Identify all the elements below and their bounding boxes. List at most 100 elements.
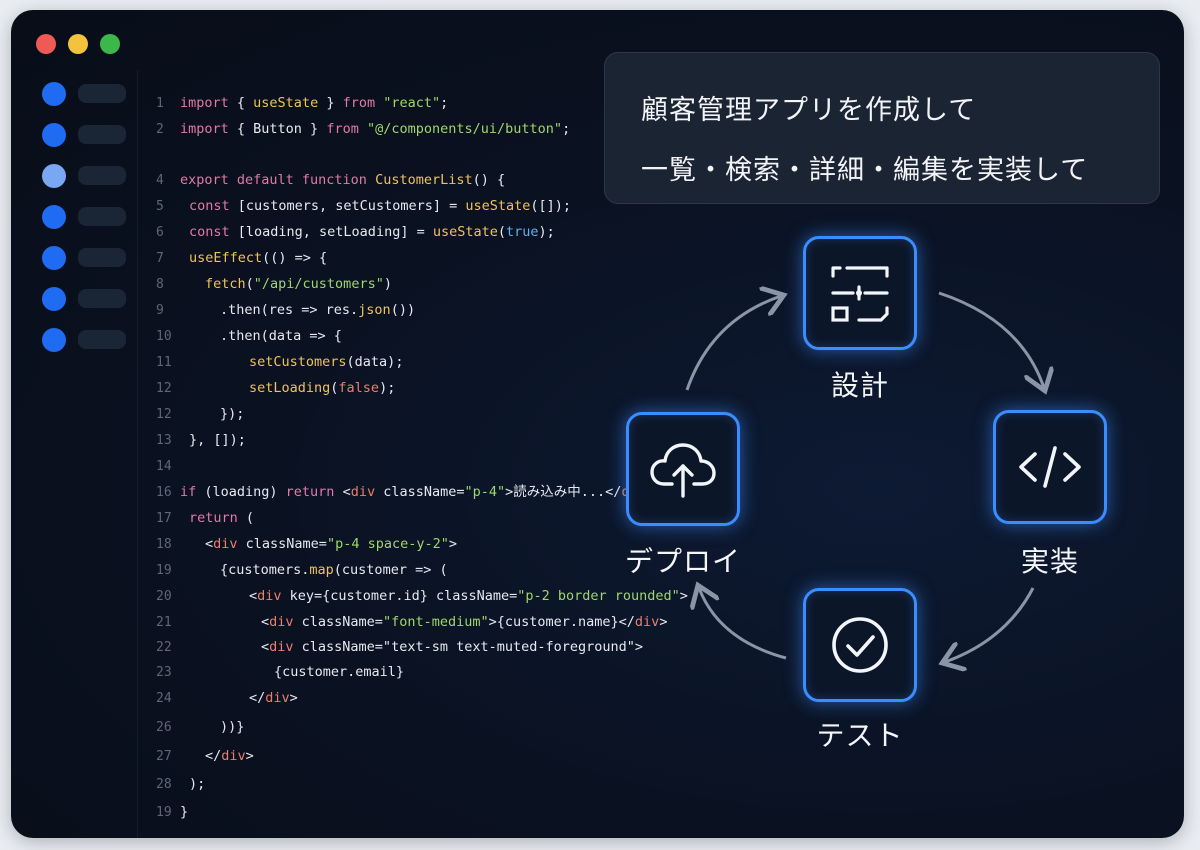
check-circle-icon (832, 617, 888, 673)
line-number: 4 (156, 173, 164, 188)
code-token: < (261, 614, 270, 630)
code-line: 10.then(data => { (146, 325, 342, 347)
maximize-button[interactable] (100, 34, 120, 54)
code-token: } (180, 804, 189, 820)
code-token: key={customer.id} className= (281, 588, 518, 604)
code-token: fetch (205, 276, 246, 292)
code-token: ; (562, 121, 571, 137)
code-text: const [loading, setLoading] = useState(t… (180, 224, 555, 240)
code-token: > (448, 536, 457, 552)
code-token: from (326, 121, 359, 137)
code-line: 26))} (146, 716, 244, 738)
code-text: <div className="font-medium">{customer.n… (180, 614, 667, 630)
line-number: 14 (156, 459, 172, 474)
sidebar-item[interactable] (40, 244, 140, 285)
code-text: {customers.map(customer => ( (180, 562, 448, 578)
code-icon (1019, 446, 1081, 488)
code-token: setLoading (249, 380, 331, 396)
code-token: }, []); (189, 432, 246, 448)
code-token: setCustomers (249, 354, 347, 370)
code-line: 14 (146, 455, 180, 477)
code-line: 9.then(res => res.json()) (146, 299, 415, 321)
code-text: }, []); (180, 432, 246, 448)
blueprint-icon (831, 266, 889, 322)
sidebar-item[interactable] (40, 326, 140, 367)
code-token: ); (379, 380, 396, 396)
line-number: 6 (156, 225, 164, 240)
code-text: <div className="p-4 space-y-2"> (180, 536, 457, 552)
design-node[interactable] (803, 236, 917, 350)
code-line: 1 import { useState } from "react"; (146, 92, 448, 114)
cloud-upload-icon (650, 443, 716, 498)
code-token: return (285, 484, 335, 500)
sidebar-label-placeholder (78, 330, 126, 349)
code-token: (() => { (262, 250, 328, 266)
code-token: from (342, 95, 376, 111)
code-line: 19 {customers.map(customer => ( (146, 559, 448, 581)
sidebar-item[interactable] (40, 203, 140, 244)
code-token: useState (432, 224, 498, 240)
code-token: ); (538, 224, 555, 240)
code-token: [customers, setCustomers] = (229, 198, 466, 214)
line-number: 9 (156, 303, 164, 318)
code-token: > (245, 748, 254, 764)
code-line: 18<div className="p-4 space-y-2"> (146, 533, 457, 555)
code-token: {customers. (220, 562, 310, 578)
sidebar-item[interactable] (40, 80, 140, 121)
code-line: 28); (146, 773, 205, 795)
code-text: .then(data => { (180, 328, 342, 344)
code-text: ))} (180, 719, 244, 735)
code-token: className= (237, 536, 327, 552)
code-text: fetch("/api/customers") (180, 276, 392, 292)
code-token: ; (440, 95, 449, 111)
code-token: "@/components/ui/button" (366, 121, 563, 137)
code-token: > (289, 690, 298, 706)
code-token: return (189, 510, 238, 526)
code-token: map (309, 562, 334, 578)
code-token: import (180, 121, 229, 137)
sidebar-item[interactable] (40, 285, 140, 326)
code-token: div (350, 484, 376, 500)
sidebar-label-placeholder (78, 84, 126, 103)
code-text: <div key={customer.id} className="p-2 bo… (180, 588, 688, 604)
code-token: >読み込み中...</ (505, 484, 622, 500)
code-text: import { useState } from "react"; (180, 95, 448, 111)
code-text: <div className="text-sm text-muted-foreg… (180, 639, 643, 655)
minimize-button[interactable] (68, 34, 88, 54)
implement-node[interactable] (993, 410, 1107, 524)
code-token: "react" (383, 95, 441, 111)
code-token: div (269, 639, 294, 655)
test-node[interactable] (803, 588, 917, 702)
sidebar-item[interactable] (40, 162, 140, 203)
code-token: "p-4 space-y-2" (326, 536, 449, 552)
sidebar-dot-icon (42, 287, 66, 311)
code-token (367, 172, 375, 188)
code-token: ()) (390, 302, 416, 318)
code-token: {customer.email} (274, 664, 405, 680)
code-token: }); (220, 406, 245, 422)
code-token: const (189, 224, 230, 240)
code-token: json (358, 302, 391, 318)
code-token: div (269, 614, 294, 630)
test-label: テスト (816, 719, 904, 752)
code-token: < (334, 484, 351, 500)
deploy-node[interactable] (626, 412, 740, 526)
code-line: 12}); (146, 403, 244, 425)
line-number: 23 (156, 665, 172, 680)
line-number: 19 (156, 563, 172, 578)
code-text: } (180, 804, 188, 820)
close-button[interactable] (36, 34, 56, 54)
code-token: } (318, 95, 343, 111)
sidebar-item[interactable] (40, 121, 140, 162)
code-token (359, 121, 367, 137)
code-token: div (257, 588, 282, 604)
line-number: 1 (156, 96, 164, 111)
code-text: ); (180, 776, 205, 792)
sidebar-dot-icon (42, 164, 66, 188)
code-text: const [customers, setCustomers] = useSta… (180, 198, 571, 214)
line-number: 28 (156, 777, 172, 792)
line-number: 5 (156, 199, 164, 214)
